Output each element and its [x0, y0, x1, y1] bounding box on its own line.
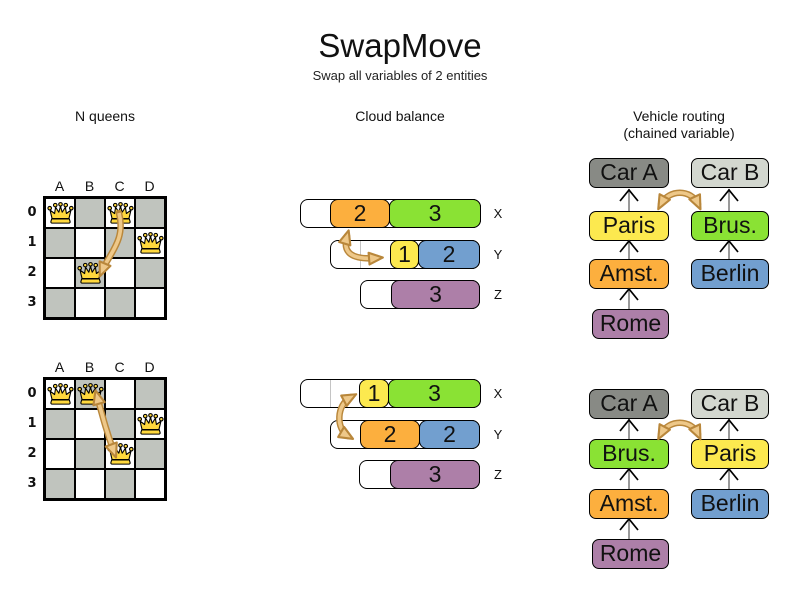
board-row-header-0: 0: [27, 386, 37, 401]
board-cell-A2: [45, 258, 75, 288]
board-col-header-D: D: [144, 359, 156, 375]
vehicle-box-city: Amst.: [589, 259, 669, 289]
board-row-header-0: 0: [27, 205, 37, 220]
board-cell-B3: [75, 469, 105, 499]
board-cell-A3: [45, 469, 75, 499]
vehicle-header-line2: (chained variable): [623, 125, 735, 141]
vehicle-box-car-a: Car A: [589, 158, 669, 188]
board-cell-B2: [75, 439, 105, 469]
board-col-header-B: B: [84, 178, 96, 194]
board-row-header-2: 2: [27, 446, 37, 461]
board-col-header-C: C: [114, 359, 126, 375]
column-header-nqueens: N queens: [75, 108, 135, 124]
board-cell-A1: [45, 228, 75, 258]
cloud-process-block: 2: [418, 240, 480, 269]
board-row-header-1: 1: [27, 416, 37, 431]
vehicle-box-car-b: Car B: [691, 158, 769, 188]
board-cell-B1: [75, 228, 105, 258]
cloud-process-block: 3: [389, 199, 481, 228]
board-col-header-B: B: [84, 359, 96, 375]
board-cell-D3: [135, 469, 165, 499]
board-cell-B1: [75, 409, 105, 439]
board-cell-C0: [105, 379, 135, 409]
board-cell-D2: [135, 439, 165, 469]
cloud-process-block: 1: [359, 379, 389, 408]
board-cell-D0: [135, 198, 165, 228]
board-cell-C1: [105, 228, 135, 258]
vehicle-box-city: Brus.: [691, 211, 769, 241]
page-title: SwapMove: [318, 27, 482, 64]
vehicle-box-city: Paris: [589, 211, 669, 241]
nqueens-board-after: A B C D 0 1 2 3: [27, 359, 167, 501]
cloud-process-block: 1: [390, 240, 419, 269]
vehicle-box-city: Amst.: [589, 489, 669, 519]
swap-arrow-vehicle-after: [657, 419, 702, 441]
vehicle-header-line1: Vehicle routing: [633, 108, 725, 124]
cloud-process-block: 3: [390, 460, 480, 489]
cloud-process-block: 3: [388, 379, 481, 408]
cloud-process-block: 2: [360, 420, 420, 449]
cloud-row-label-x: X: [493, 386, 503, 401]
board-cell-C2: [105, 258, 135, 288]
vehicle-box-city: Paris: [691, 439, 769, 469]
board-cell-B3: [75, 288, 105, 318]
vehicle-box-city: Berlin: [691, 489, 769, 519]
board-cell-A1: [45, 409, 75, 439]
queen-icon-C2: [107, 443, 134, 466]
board-cell-A3: [45, 288, 75, 318]
board-cell-D2: [135, 258, 165, 288]
cloud-row-label-z: Z: [494, 287, 502, 302]
vehicle-box-city: Rome: [592, 539, 669, 569]
cloud-capacity-mark-after: [330, 380, 331, 407]
board-row-header-1: 1: [27, 235, 37, 250]
board-col-header-C: C: [114, 178, 126, 194]
cloud-capacity-mark-before: [360, 241, 361, 268]
vehicle-box-car-a: Car A: [589, 389, 669, 419]
board-col-header-D: D: [144, 178, 156, 194]
cloud-process-block: 2: [330, 199, 390, 228]
chain-arrow: [619, 418, 739, 539]
nqueens-board-before: A B C D 0 1 2 3: [27, 178, 167, 320]
cloud-row-label-y: Y: [493, 427, 503, 442]
board-cell-C1: [105, 409, 135, 439]
queen-icon-A0: [47, 202, 74, 225]
board-row-header-2: 2: [27, 265, 37, 280]
queen-icon-B0: [77, 383, 104, 406]
board-cell-C3: [105, 288, 135, 318]
board-cell-B0: [75, 198, 105, 228]
chain-arrow: [619, 188, 739, 309]
page-subtitle: Swap all variables of 2 entities: [312, 68, 488, 83]
board-row-header-3: 3: [27, 476, 37, 491]
vehicle-box-car-b: Car B: [691, 389, 769, 419]
queen-icon-A0: [47, 383, 74, 406]
cloud-process-block: 3: [391, 280, 480, 309]
column-header-cloud: Cloud balance: [355, 108, 445, 124]
board-cell-D0: [135, 379, 165, 409]
cloud-row-label-x: X: [493, 206, 503, 221]
queen-icon-D1: [137, 232, 164, 255]
queen-icon-D1: [137, 413, 164, 436]
cloud-process-block: 2: [419, 420, 480, 449]
board-cell-C3: [105, 469, 135, 499]
cloud-row-label-y: Y: [493, 247, 503, 262]
board-col-header-A: A: [54, 359, 66, 375]
board-cell-A2: [45, 439, 75, 469]
vehicle-box-city: Brus.: [589, 439, 669, 469]
swap-arrow-vehicle-before: [657, 189, 702, 211]
vehicle-box-city: Berlin: [691, 259, 769, 289]
board-cell-D3: [135, 288, 165, 318]
queen-icon-B2: [77, 262, 104, 285]
board-col-header-A: A: [54, 178, 66, 194]
vehicle-box-city: Rome: [592, 309, 669, 339]
queen-icon-C0: [107, 202, 134, 225]
board-row-header-3: 3: [27, 295, 37, 310]
cloud-row-label-z: Z: [494, 467, 502, 482]
column-header-vehicle: Vehicle routing (chained variable): [589, 108, 769, 142]
